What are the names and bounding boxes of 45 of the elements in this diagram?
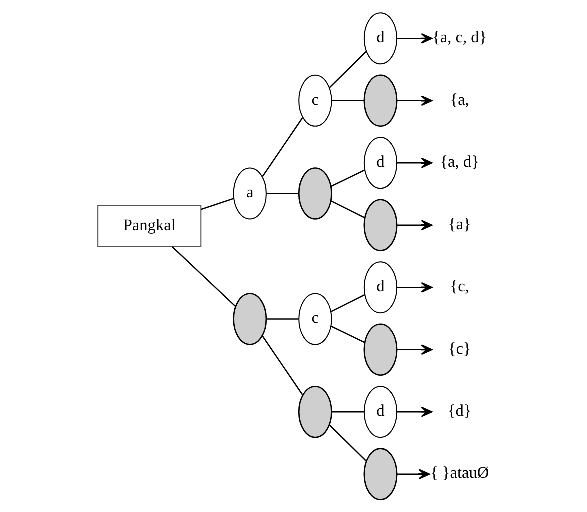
arrow bbox=[396, 282, 432, 292]
connector bbox=[330, 325, 364, 343]
arrow bbox=[396, 406, 432, 417]
node-text: {a, c, d} bbox=[432, 27, 487, 46]
node-ellipse: d bbox=[363, 386, 398, 438]
arrow bbox=[396, 468, 430, 480]
arrow bbox=[396, 157, 432, 168]
connector bbox=[266, 318, 298, 320]
node-text: {a, bbox=[450, 89, 469, 108]
connector bbox=[262, 116, 303, 177]
connector bbox=[330, 169, 364, 187]
connector bbox=[262, 335, 303, 396]
node-ellipse: d bbox=[363, 136, 398, 189]
arrow bbox=[396, 344, 432, 355]
arrow bbox=[396, 95, 432, 106]
node-ellipse: d bbox=[363, 261, 398, 314]
arrow bbox=[396, 220, 432, 230]
node-ellipse bbox=[363, 323, 398, 376]
connector bbox=[330, 200, 364, 218]
connector bbox=[200, 198, 234, 210]
connector bbox=[330, 294, 364, 312]
node-ellipse bbox=[298, 167, 332, 220]
arrow bbox=[396, 32, 432, 44]
node-ellipse bbox=[298, 385, 332, 438]
node-ellipse: c bbox=[298, 292, 332, 345]
node-ellipse: c bbox=[298, 74, 332, 126]
node-box: Pangkal bbox=[97, 204, 202, 247]
connector bbox=[266, 192, 298, 194]
node-ellipse bbox=[232, 292, 267, 345]
node-ellipse bbox=[363, 198, 398, 252]
node-text: {c, bbox=[450, 276, 469, 295]
node-text: {a, d} bbox=[440, 152, 479, 171]
node-ellipse bbox=[363, 448, 398, 500]
node-text: {c} bbox=[448, 338, 471, 358]
node-ellipse: d bbox=[363, 12, 398, 64]
connector bbox=[328, 50, 367, 88]
connector bbox=[328, 424, 367, 462]
node-text: {d} bbox=[447, 400, 472, 420]
node-ellipse bbox=[363, 74, 398, 127]
node-ellipse: a bbox=[232, 167, 266, 220]
node-text: {a} bbox=[448, 214, 471, 233]
connector bbox=[331, 100, 364, 102]
connector bbox=[172, 246, 236, 307]
connector bbox=[331, 410, 364, 412]
node-text: { }atauØ bbox=[430, 462, 489, 482]
